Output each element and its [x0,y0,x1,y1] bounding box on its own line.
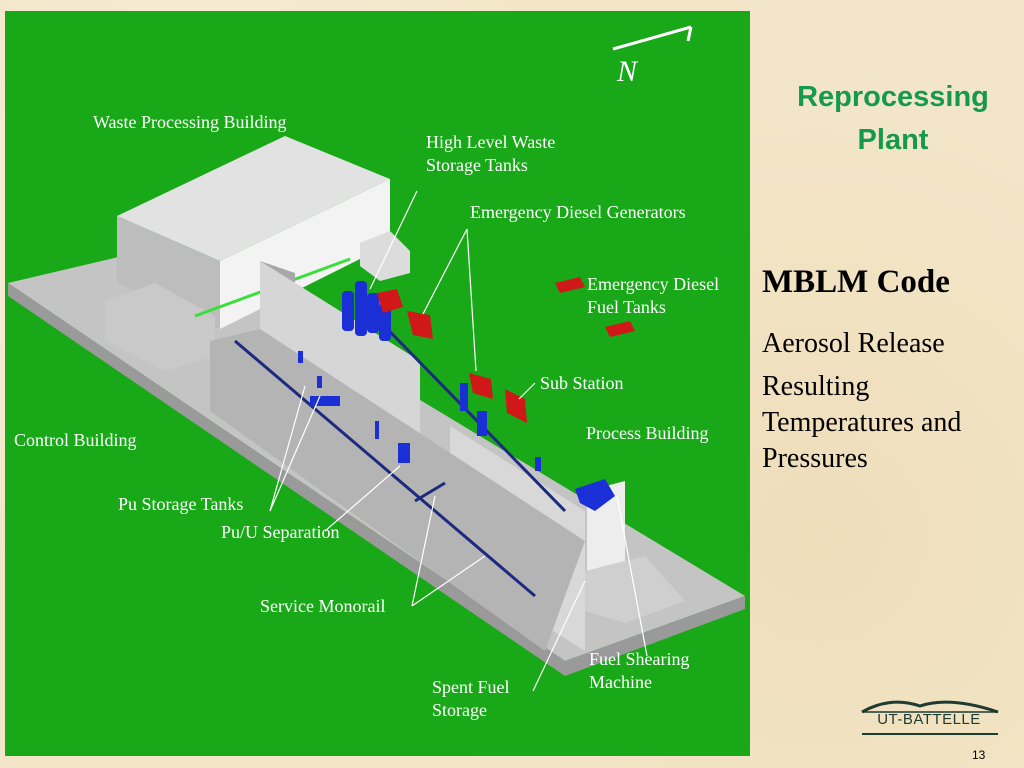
label-emergency-diesel-fuel-tanks: Emergency Diesel Fuel Tanks [587,274,720,317]
slide-title-line2: Plant [857,124,929,156]
code-heading: MBLM Code [762,264,950,300]
label-spent-fuel-storage: Spent Fuel Storage [432,677,510,720]
leader-pu-1 [269,395,321,512]
monorail-cross [414,481,446,503]
leader-pu-2 [269,385,306,512]
hlw-tank [342,291,354,331]
bullet-aerosol-release: Aerosol Release [762,328,945,359]
ut-battelle-logo [861,700,999,735]
waste-building-top [117,136,390,261]
separation-column [398,443,410,463]
separation-column [375,421,379,439]
leader-spent [532,580,586,692]
process-equipment [535,457,541,471]
monorail-1 [234,339,536,598]
leader-shear [616,495,648,657]
label-high-level-waste: High Level Waste Storage Tanks [426,132,556,175]
leader-mono-1 [411,495,436,607]
slide-title: Reprocessing Plant [768,76,1018,162]
leader-mono-2 [411,555,486,607]
leader-sub [518,382,536,400]
north-arrow-tick [686,26,693,42]
page-number: 13 [972,748,986,762]
bullet-temperatures-pressures: Resulting Temperatures and Pressures [762,371,962,474]
waste-building-lower [105,283,215,371]
process-equipment [477,411,487,436]
slide-title-line1: Reprocessing [797,81,989,113]
generator [407,311,433,339]
label-control-building: Control Building [14,430,137,450]
label-process-building: Process Building [586,423,709,443]
process-equipment [460,383,468,411]
north-arrow-line [612,25,692,51]
label-pu-storage-tanks: Pu Storage Tanks [118,494,244,514]
generator [377,289,403,313]
leader-edg-1 [422,228,468,315]
logo-text: UT-BATTELLE [877,711,981,728]
pu-tank [298,351,303,363]
label-emergency-diesel-generators: Emergency Diesel Generators [470,202,686,222]
north-indicator: N [617,55,638,88]
label-pu-u-separation: Pu/U Separation [221,522,340,542]
waste-annex [360,231,410,281]
pu-tank [317,376,322,388]
fuel-tank [605,321,635,337]
shearing-machine [575,479,615,511]
generator [505,389,527,423]
floor-channel [210,329,585,651]
label-fuel-shearing-machine: Fuel Shearing Machine [589,649,690,692]
label-waste-processing-building: Waste Processing Building [93,112,287,132]
generator [469,373,493,399]
leader-edg-2 [466,228,477,372]
fuel-tank [555,277,585,293]
hlw-tank [367,293,379,333]
leader-pus [324,465,401,532]
hlw-tank [379,303,391,341]
plant-drawing [8,25,745,692]
pu-tank [310,396,340,406]
label-sub-station: Sub Station [540,373,624,393]
plant-diagram: N Waste Processing Building High Level W… [5,11,750,756]
bullet-list: Aerosol Release Resulting Temperatures a… [762,326,1017,484]
waste-building-front [117,216,220,329]
leader-hlw [369,190,418,290]
hlw-tank [355,281,367,336]
label-service-monorail: Service Monorail [260,596,386,616]
